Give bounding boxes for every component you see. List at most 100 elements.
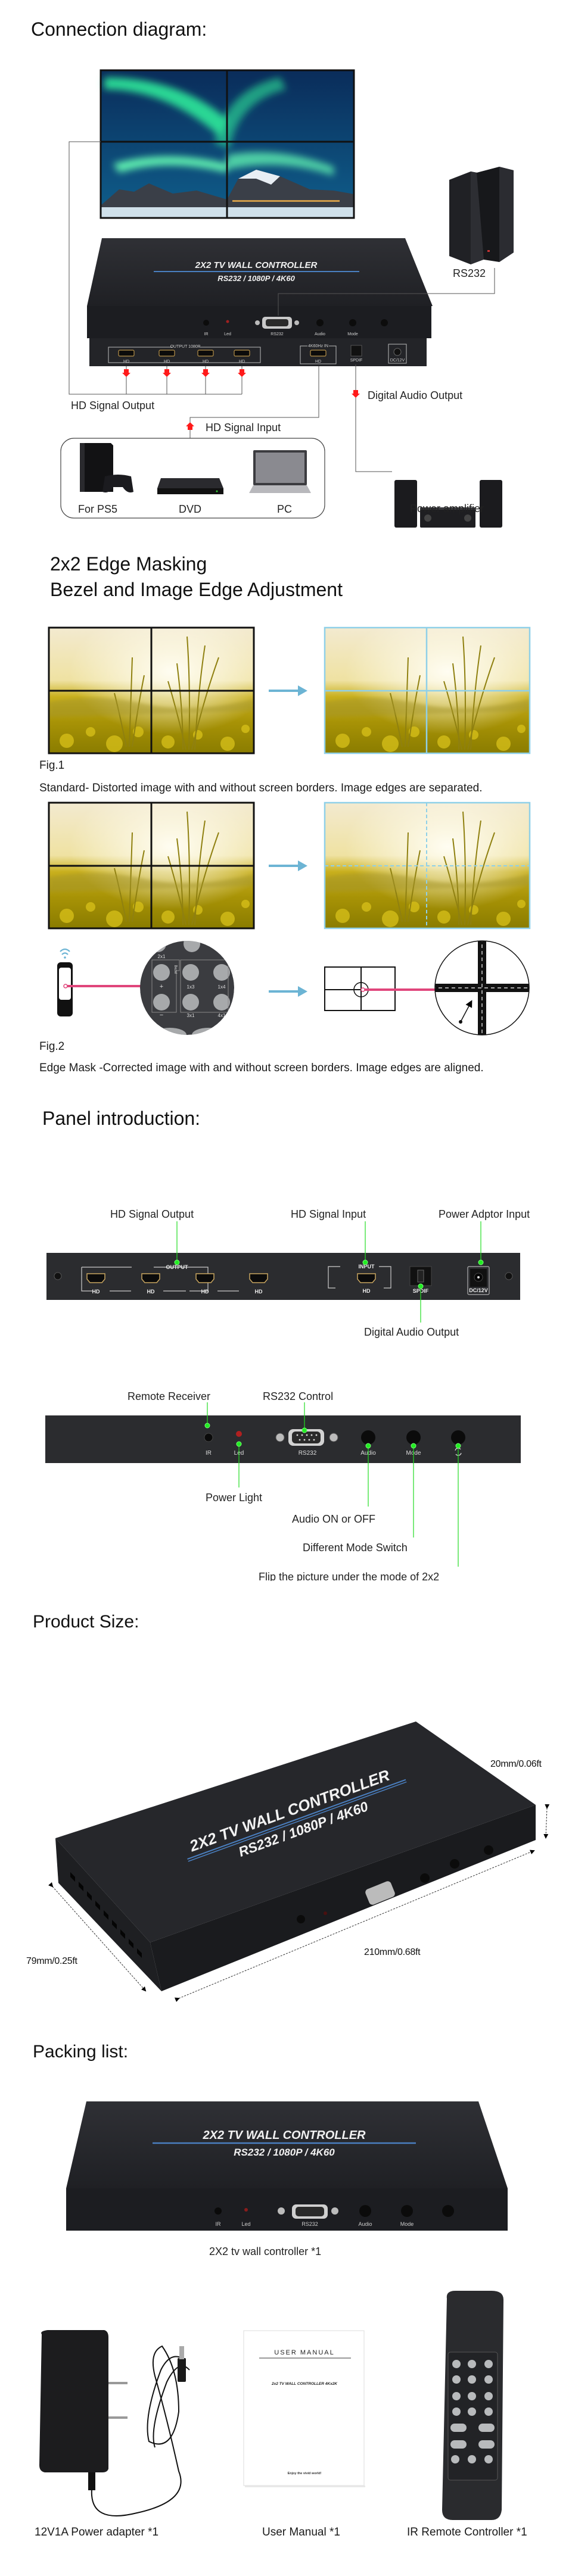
video-wall [100, 69, 355, 219]
panel-introduction-title: Panel introduction: [42, 1108, 201, 1129]
source-pc-label: PC [277, 503, 293, 515]
power-amplifier-label: Power amplifier [410, 503, 484, 514]
hd-label: HD [201, 1289, 209, 1295]
aurora [104, 77, 334, 176]
source-devices [60, 438, 325, 519]
wifi-icon [60, 948, 70, 959]
front-panel: IR Led RS232 Audio Mode [45, 1415, 521, 1463]
front-flip-label: Flip the picture under the mode of 2x2 [259, 1571, 440, 1581]
packing-list-title: Packing list: [33, 2042, 129, 2062]
fig1-standard-bezel-image [48, 626, 255, 754]
arrow-down-icon [201, 369, 210, 377]
front-remote-receiver-label: Remote Receiver [128, 1390, 211, 1402]
manual-product-name: 2x2 TV WALL CONTROLLER 4Kx2K [271, 2382, 338, 2386]
fig2-caption: Edge Mask -Corrected image with and with… [39, 1062, 484, 1074]
led-label: Led [241, 2221, 250, 2227]
user-manual: USER MANUAL 2x2 TV WALL CONTROLLER 4Kx2K… [243, 2330, 365, 2487]
rs232-label: RS232 [453, 267, 486, 279]
arrow-down-icon [122, 369, 130, 377]
remote-control-icon [57, 962, 73, 1016]
hd-label: HD [239, 360, 245, 364]
ps5-console [80, 443, 133, 492]
laptop-pc [249, 450, 311, 493]
keypad-magnifier: 2x1 + − 1x3 1x4 3x1 4x1 Bezel [140, 941, 234, 1035]
device-subtitle: RS232 / 1080P / 4K60 [217, 274, 295, 283]
key-4x1-label: 4x1 [218, 1013, 226, 1018]
fig1-label: Fig.1 [39, 759, 65, 772]
key-bezel-label: Bezel [173, 965, 177, 974]
front-label-ir: IR [204, 332, 209, 336]
rear-leader-lines [176, 1221, 481, 1323]
packing-item-adapter: 12V1A Power adapter *1 [35, 2526, 159, 2538]
arrow-right-icon [269, 986, 307, 997]
connection-diagram-title: Connection diagram: [31, 18, 207, 40]
edge-masking-title: 2x2 Edge Masking [50, 553, 207, 575]
hd-label: HD [255, 1289, 263, 1295]
input-label: INPUT [359, 1264, 375, 1270]
dc12v-label: DC/12V [390, 358, 405, 363]
dvd-player [157, 478, 223, 494]
signal-arrows [122, 369, 360, 430]
pc-tower-rs232 [449, 167, 514, 264]
packing-item-remote: IR Remote Controller *1 [407, 2526, 527, 2538]
fig2-label: Fig.2 [39, 1040, 65, 1053]
remote-pointer-diagram: 2x1 + − 1x3 1x4 3x1 4x1 Bezel [57, 940, 530, 1036]
hd-label: HD [315, 360, 321, 364]
packing-controller-device: 2X2 TV WALL CONTROLLER RS232 / 1080P / 4… [66, 2101, 508, 2231]
front-power-light-label: Power Light [206, 1492, 263, 1504]
output-1080p-label: OUTPUT 1080P [170, 345, 201, 349]
ir-remote-controller [442, 2291, 503, 2520]
fig1-caption: Standard- Distorted image with and witho… [39, 782, 483, 794]
key-2x1-label: 2x1 [158, 954, 166, 959]
arrow-up-icon [186, 422, 194, 430]
manual-heading: USER MANUAL [274, 2349, 334, 2356]
front-rs232-control-label: RS232 Control [263, 1390, 334, 1402]
spdif-label: SPDIF [350, 358, 363, 363]
power-amplifier-system [394, 480, 502, 528]
tv-wall-controller-device: 2X2 TV WALL CONTROLLER RS232 / 1080P / 4… [87, 238, 433, 366]
front-label-mode: Mode [347, 332, 358, 336]
source-ps5-label: For PS5 [78, 503, 118, 515]
remote-buttons [450, 2360, 495, 2463]
front-leader-lines [207, 1402, 459, 1567]
input-4k60-label: 4K60Hz IN [308, 344, 328, 348]
device-title: 2X2 TV WALL CONTROLLER [203, 2129, 366, 2142]
key-plus-label: + [160, 983, 163, 990]
rs232-label: RS232 [299, 1450, 317, 1457]
leader-dots [174, 1259, 484, 1289]
key-3x1-label: 3x1 [187, 1013, 195, 1018]
front-label-rs232: RS232 [271, 332, 284, 336]
key-1x3-label: 1x3 [187, 984, 195, 990]
key-minus-label: − [160, 1012, 163, 1019]
rear-hd-signal-input-label: HD Signal Input [291, 1208, 366, 1220]
flip-label-clip: Flip the picture under the mode of 2x2 [256, 1570, 506, 1581]
arrow-right-icon [269, 685, 307, 696]
front-mode-switch-label: Different Mode Switch [303, 1542, 408, 1554]
hd-label: HD [164, 360, 170, 364]
front-label-led: Led [224, 332, 231, 336]
dimension-lines [48, 1804, 550, 2002]
height-dimension-label: 20mm/0.06ft [490, 1759, 542, 1769]
arrow-right-icon [269, 860, 307, 871]
hd-label: HD [123, 360, 129, 364]
arrow-down-icon [238, 369, 246, 377]
hd-signal-input-label: HD Signal Input [206, 422, 281, 434]
ir-label: IR [216, 2221, 222, 2227]
mode-label: Mode [400, 2221, 414, 2227]
rear-panel: OUTPUT HD HD HD HD INPUT HD SPDIF DC/12V [46, 1253, 520, 1300]
hd-label: HD [363, 1288, 371, 1294]
width-dimension-label: 79mm/0.25ft [26, 1956, 77, 1966]
rear-hd-signal-output-label: HD Signal Output [110, 1208, 194, 1220]
fig2-edge-masked-image [324, 802, 531, 930]
rear-digital-audio-output-label: Digital Audio Output [364, 1326, 459, 1338]
ir-label: IR [206, 1450, 212, 1457]
edge-masking-subtitle: Bezel and Image Edge Adjustment [50, 579, 343, 600]
device-title: 2X2 TV WALL CONTROLLER [195, 260, 318, 270]
packing-item-controller: 2X2 tv wall controller *1 [209, 2246, 322, 2257]
manual-slogan: Enjoy the vivid world! [288, 2472, 322, 2475]
arrow-down-icon [352, 390, 360, 398]
power-adapter [39, 2330, 190, 2516]
output-label: OUTPUT [166, 1264, 189, 1270]
